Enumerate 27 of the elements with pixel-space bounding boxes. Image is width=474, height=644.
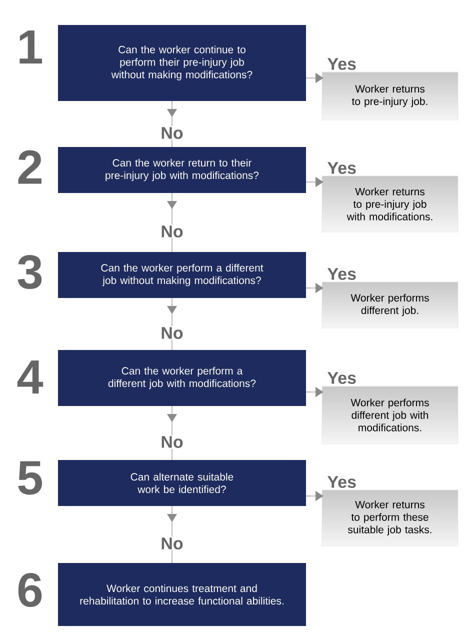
step-number: 5 [18, 461, 42, 495]
edge-label: Yes [328, 58, 356, 70]
edge-label: Yes [328, 372, 356, 384]
step-number: 3 [18, 254, 42, 290]
step-number: 2 [18, 150, 42, 184]
edge-label: No [162, 436, 183, 448]
question-box: Can alternate suitable work be identified? [58, 460, 306, 506]
question-box: Can the worker return to their pre-injury job with modifications? [58, 147, 306, 193]
edge-label: No [162, 327, 183, 339]
result-box: Worker performs different job with modifications. [322, 386, 458, 444]
edge-label: Yes [328, 268, 356, 280]
edge-label: Yes [328, 162, 356, 174]
question-box: Can the worker continue to perform their pre-injury job without making modifications? [58, 25, 306, 101]
result-box: Worker performs different job. [322, 282, 458, 328]
step-number: 1 [20, 30, 42, 64]
step-number: 4 [17, 360, 44, 394]
step-number: 6 [18, 573, 42, 607]
edge-label: No [162, 127, 183, 139]
result-box: Worker returns to perform these suitable job tasks. [322, 490, 458, 546]
edge-label: Yes [328, 476, 356, 488]
question-box: Worker continues treatment and rehabilitation to increase functional abilities. [58, 563, 306, 626]
result-box: Worker returns to pre-injury job with modifications. [322, 176, 458, 232]
edge-label: No [162, 538, 183, 550]
edge-label: No [162, 226, 183, 238]
question-box: Can the worker perform a different job without making modifications? [58, 252, 306, 298]
question-box: Can the worker perform a different job with modifications? [58, 350, 306, 406]
result-box: Worker returns to pre-injury job. [322, 72, 458, 120]
